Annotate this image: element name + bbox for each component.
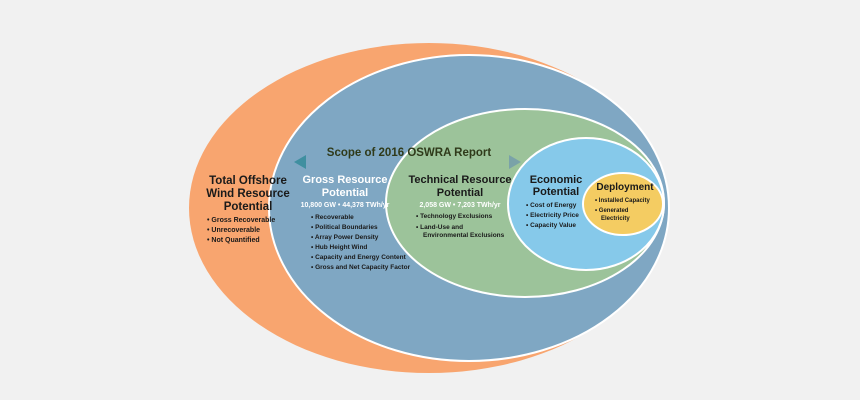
total-bullet: • Unrecoverable [207, 227, 260, 234]
deployment-bullet: • Installed Capacity [595, 198, 650, 204]
gross-bullet: • Gross and Net Capacity Factor [311, 264, 411, 271]
deployment-title: Deployment [596, 182, 654, 193]
scope-arrow-right-head [509, 155, 521, 169]
gross-bullet: • Political Boundaries [311, 224, 378, 231]
gross-title: Gross Resource Potential [303, 174, 388, 199]
technical-title-line: Potential [437, 187, 483, 199]
economic-title: Economic Potential [530, 174, 583, 198]
deployment-ellipse [582, 172, 664, 236]
scope-arrow-left-head [294, 155, 306, 169]
technical-bullet: • Land-Use and [416, 224, 463, 231]
economic-bullets: • Cost of Energy • Electricity Price • C… [526, 202, 579, 229]
total-title: Total Offshore Wind Resource Potential [206, 175, 290, 213]
technical-bullet: • Technology Exclusions [416, 213, 493, 220]
economic-title-line: Economic [530, 174, 583, 186]
deployment-bullets: • Installed Capacity • Generated Electri… [595, 198, 650, 222]
total-bullet: • Gross Recoverable [207, 217, 275, 224]
scope-label: Scope of 2016 OSWRA Report [327, 147, 492, 159]
gross-bullet: • Array Power Density [311, 234, 379, 241]
gross-bullet: • Recoverable [311, 214, 354, 221]
economic-bullet: • Cost of Energy [526, 202, 577, 209]
technical-bullets: • Technology Exclusions • Land-Use and E… [416, 213, 505, 239]
technical-stat: 2,058 GW • 7,203 TWh/yr [419, 202, 500, 209]
technical-title: Technical Resource Potential [408, 174, 511, 199]
total-title-line: Potential [224, 201, 273, 213]
economic-bullet: • Electricity Price [526, 212, 579, 219]
total-bullets: • Gross Recoverable • Unrecoverable • No… [207, 217, 275, 244]
gross-stat: 10,800 GW • 44,378 TWh/yr [301, 202, 390, 209]
gross-bullet: • Hub Height Wind [311, 244, 367, 251]
deployment-bullet: • Generated [595, 208, 629, 214]
total-title-line: Wind Resource [206, 188, 290, 200]
scope-arrow [294, 155, 521, 169]
gross-title-line: Gross Resource [303, 174, 388, 186]
economic-bullet: • Capacity Value [526, 222, 576, 229]
economic-title-line: Potential [533, 186, 579, 198]
gross-title-line: Potential [322, 187, 368, 199]
gross-bullets: • Recoverable • Political Boundaries • A… [311, 214, 411, 271]
technical-title-line: Technical Resource [408, 174, 511, 186]
deployment-bullet: Electricity [601, 216, 630, 222]
technical-bullet: Environmental Exclusions [423, 232, 505, 239]
gross-bullet: • Capacity and Energy Content [311, 254, 407, 261]
total-title-line: Total Offshore [209, 175, 287, 187]
total-bullet: • Not Quantified [207, 237, 260, 244]
